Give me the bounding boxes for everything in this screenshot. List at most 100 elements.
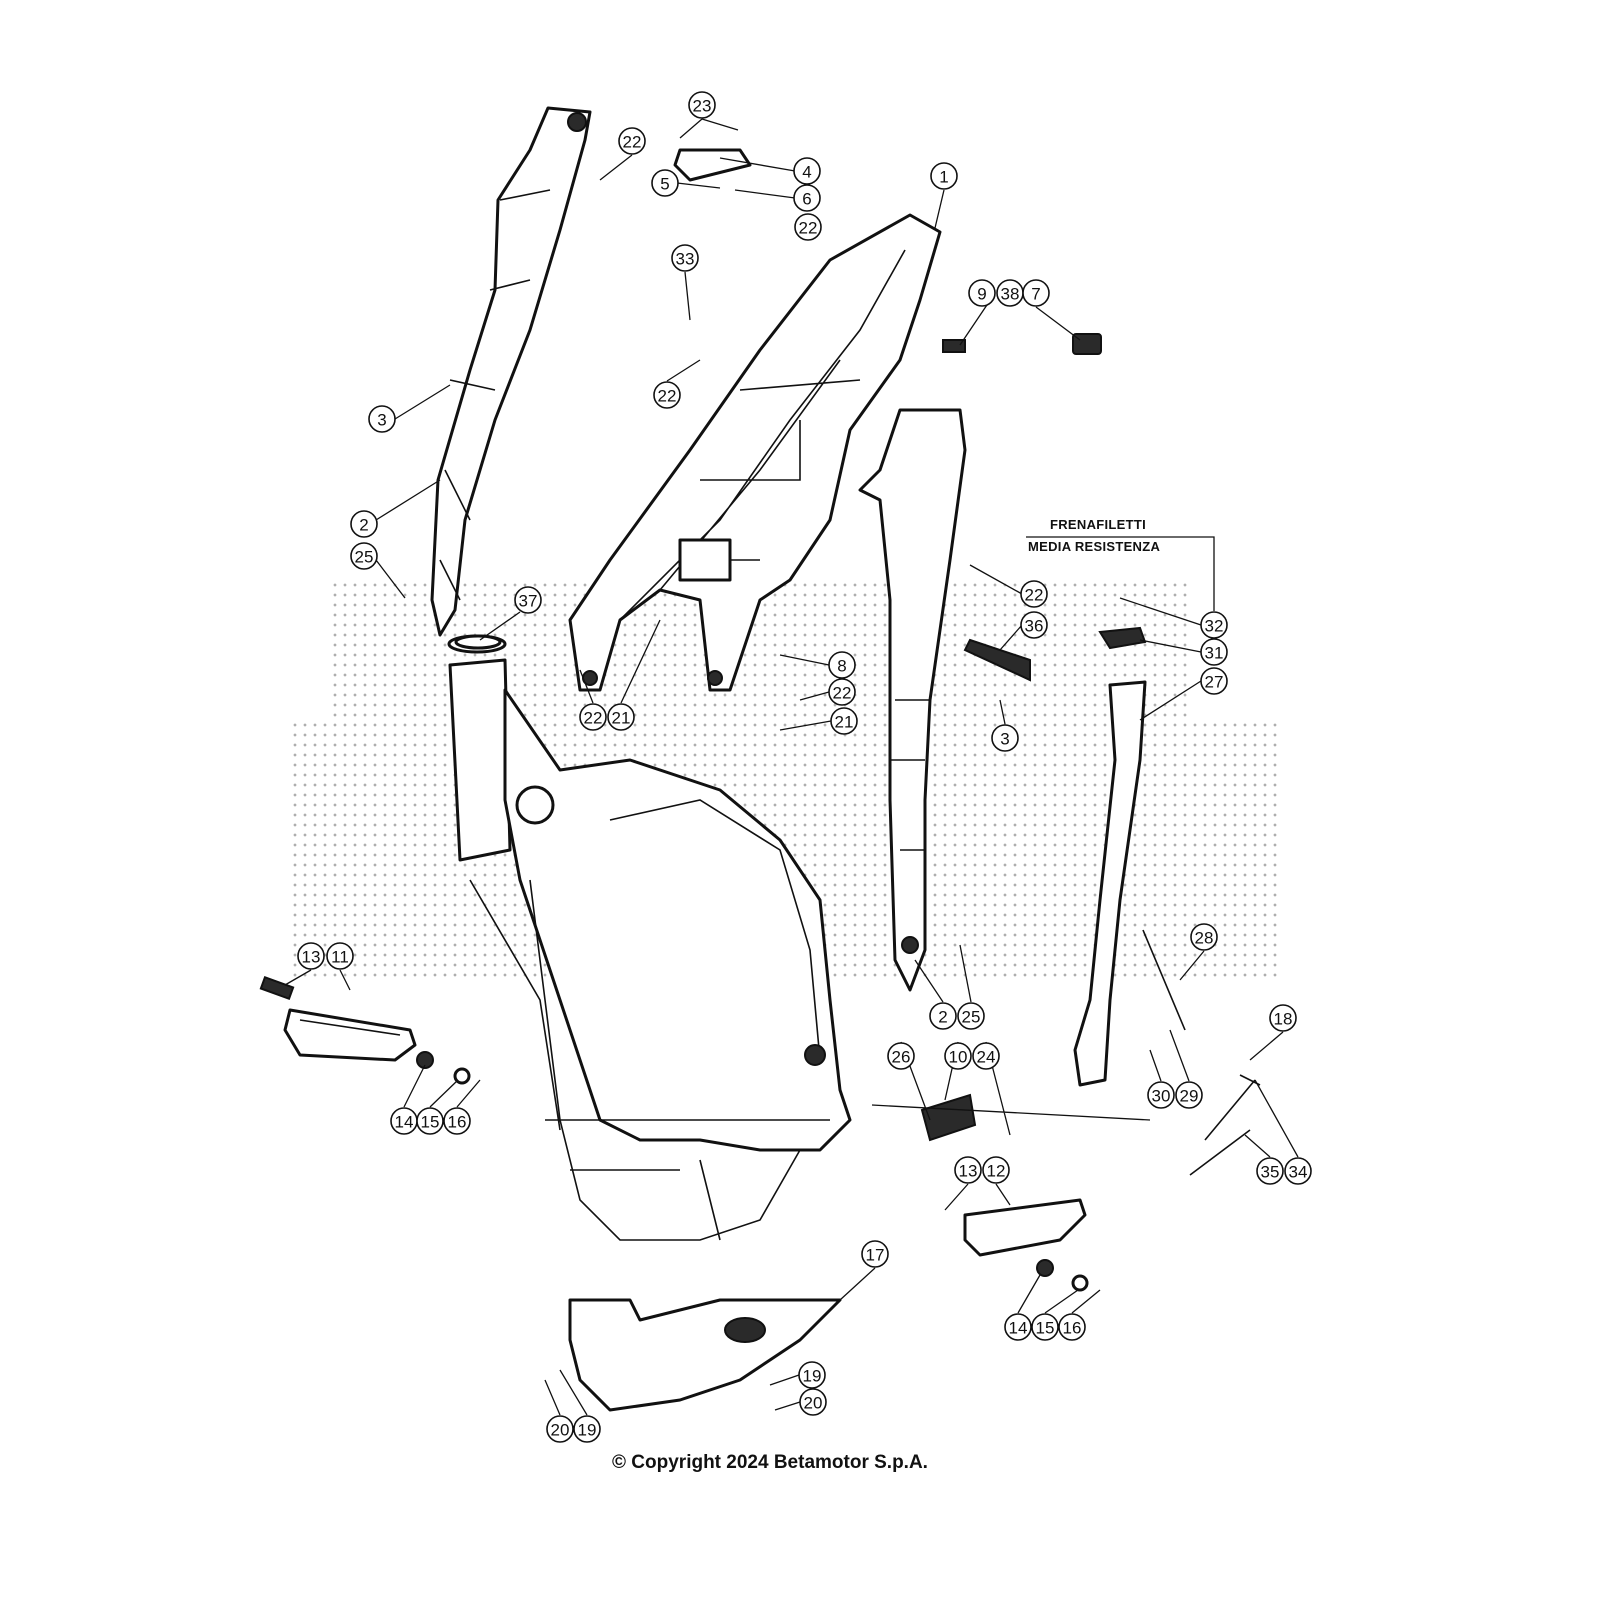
callout-number: 16 xyxy=(1063,1319,1082,1338)
callout-number: 22 xyxy=(623,133,642,152)
callout-20: 20 xyxy=(799,1388,827,1416)
callout-5: 5 xyxy=(651,169,679,197)
callout-number: 22 xyxy=(799,219,818,238)
callout-number: 5 xyxy=(660,175,669,194)
callout-22: 22 xyxy=(653,381,681,409)
callout-number: 16 xyxy=(448,1113,467,1132)
callout-number: 25 xyxy=(962,1008,981,1027)
callout-circle xyxy=(1004,1313,1032,1341)
callout-14: 14 xyxy=(390,1107,418,1135)
callout-26: 26 xyxy=(887,1042,915,1070)
callout-circle xyxy=(954,1156,982,1184)
callout-circle xyxy=(350,542,378,570)
callout-circle xyxy=(929,1002,957,1030)
callout-3: 3 xyxy=(991,724,1019,752)
callout-circle xyxy=(1147,1081,1175,1109)
callout-circle xyxy=(618,127,646,155)
callout-7: 7 xyxy=(1022,279,1050,307)
callout-16: 16 xyxy=(1058,1313,1086,1341)
main-frame xyxy=(447,634,852,1241)
callout-number: 32 xyxy=(1205,617,1224,636)
small-parts xyxy=(454,148,1102,1142)
callout-circle xyxy=(1284,1157,1312,1185)
callout-32: 32 xyxy=(1200,611,1228,639)
callout-number: 26 xyxy=(892,1048,911,1067)
callout-number: 31 xyxy=(1205,644,1224,663)
callout-circle xyxy=(326,942,354,970)
callout-circle xyxy=(968,279,996,307)
callout-31: 31 xyxy=(1200,638,1228,666)
callout-circle xyxy=(1190,923,1218,951)
callout-circle xyxy=(546,1415,574,1443)
callout-number: 22 xyxy=(658,387,677,406)
callout-circle xyxy=(798,1361,826,1389)
callout-circle xyxy=(1020,580,1048,608)
callout-number: 33 xyxy=(676,250,695,269)
callout-number: 12 xyxy=(987,1162,1006,1181)
callout-number: 15 xyxy=(421,1113,440,1132)
callout-33: 33 xyxy=(671,244,699,272)
callout-number: 30 xyxy=(1152,1087,1171,1106)
callout-number: 2 xyxy=(359,516,368,535)
note-threadlocker: FRENAFILETTI xyxy=(1050,517,1147,532)
callout-37: 37 xyxy=(514,586,542,614)
callout-number: 38 xyxy=(1001,285,1020,304)
callout-number: 3 xyxy=(1000,730,1009,749)
callout-number: 2 xyxy=(938,1008,947,1027)
callout-number: 28 xyxy=(1195,929,1214,948)
callout-16: 16 xyxy=(443,1107,471,1135)
callout-23: 23 xyxy=(688,91,716,119)
callout-11: 11 xyxy=(326,942,354,970)
side-stand xyxy=(1073,626,1261,1176)
callout-21: 21 xyxy=(607,703,635,731)
callout-circle xyxy=(443,1107,471,1135)
callout-18: 18 xyxy=(1269,1004,1297,1032)
callout-circle xyxy=(579,703,607,731)
callout-circle xyxy=(1200,638,1228,666)
callout-circle xyxy=(861,1240,889,1268)
callout-number: 21 xyxy=(835,713,854,732)
callout-number: 10 xyxy=(949,1048,968,1067)
callout-number: 7 xyxy=(1031,285,1040,304)
callout-number: 25 xyxy=(355,548,374,567)
callout-number: 4 xyxy=(802,163,811,182)
callout-number: 19 xyxy=(578,1421,597,1440)
callout-9: 9 xyxy=(968,279,996,307)
callout-number: 23 xyxy=(693,97,712,116)
callout-number: 20 xyxy=(551,1421,570,1440)
callout-circle xyxy=(799,1388,827,1416)
callout-24: 24 xyxy=(972,1042,1000,1070)
callout-number: 21 xyxy=(612,709,631,728)
callout-circle xyxy=(671,244,699,272)
callout-19: 19 xyxy=(573,1415,601,1443)
callout-circle xyxy=(1200,667,1228,695)
callout-20: 20 xyxy=(546,1415,574,1443)
callout-circle xyxy=(793,157,821,185)
note-medium-strength: MEDIA RESISTENZA xyxy=(1028,539,1161,554)
callout-number: 27 xyxy=(1205,673,1224,692)
callout-3: 3 xyxy=(368,405,396,433)
callout-number: 22 xyxy=(833,684,852,703)
callout-22: 22 xyxy=(1020,580,1048,608)
callout-circle xyxy=(793,184,821,212)
leader-lines xyxy=(284,118,1299,1416)
callout-1: 1 xyxy=(930,162,958,190)
callout-22: 22 xyxy=(828,678,856,706)
callout-22: 22 xyxy=(579,703,607,731)
callout-number: 29 xyxy=(1180,1087,1199,1106)
callout-number: 13 xyxy=(302,948,321,967)
callout-12: 12 xyxy=(982,1156,1010,1184)
callout-15: 15 xyxy=(416,1107,444,1135)
callout-circle xyxy=(957,1002,985,1030)
callout-6: 6 xyxy=(793,184,821,212)
callout-circle xyxy=(1022,279,1050,307)
callout-30: 30 xyxy=(1147,1081,1175,1109)
skid-plate xyxy=(568,1298,842,1412)
copyright-notice: © Copyright 2024 Betamotor S.p.A. xyxy=(612,1452,928,1473)
callout-circle xyxy=(1256,1157,1284,1185)
callout-circle xyxy=(1175,1081,1203,1109)
callout-2: 2 xyxy=(350,510,378,538)
callout-number: 24 xyxy=(977,1048,996,1067)
